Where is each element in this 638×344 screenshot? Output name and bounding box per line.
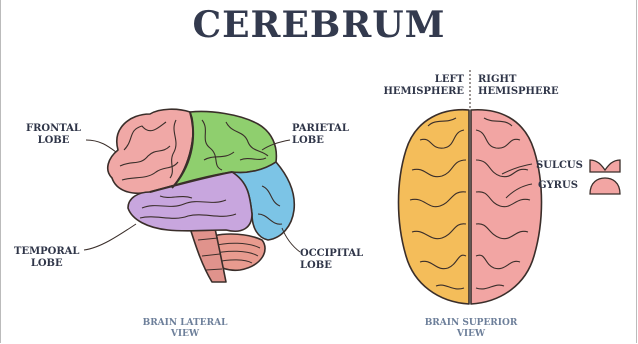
caption-lateral-view: BRAIN LATERAL VIEW <box>130 318 240 340</box>
superior-brain <box>399 110 542 304</box>
label-frontal-lobe: FRONTAL LOBE <box>26 123 81 147</box>
label-left-hemisphere: LEFT HEMISPHERE <box>380 74 464 98</box>
caption-superior-view: BRAIN SUPERIOR VIEW <box>416 318 526 340</box>
label-parietal-lobe: PARIETAL LOBE <box>292 123 349 147</box>
lateral-brain <box>108 109 295 282</box>
label-sulcus: SULCUS <box>536 160 583 172</box>
sulcus-icon <box>590 160 620 172</box>
label-occipital-lobe: OCCIPITAL LOBE <box>300 248 363 272</box>
label-right-hemisphere: RIGHT HEMISPHERE <box>478 74 559 98</box>
gyrus-icon <box>590 178 620 194</box>
label-gyrus: GYRUS <box>538 180 578 192</box>
label-temporal-lobe: TEMPORAL LOBE <box>14 246 79 270</box>
